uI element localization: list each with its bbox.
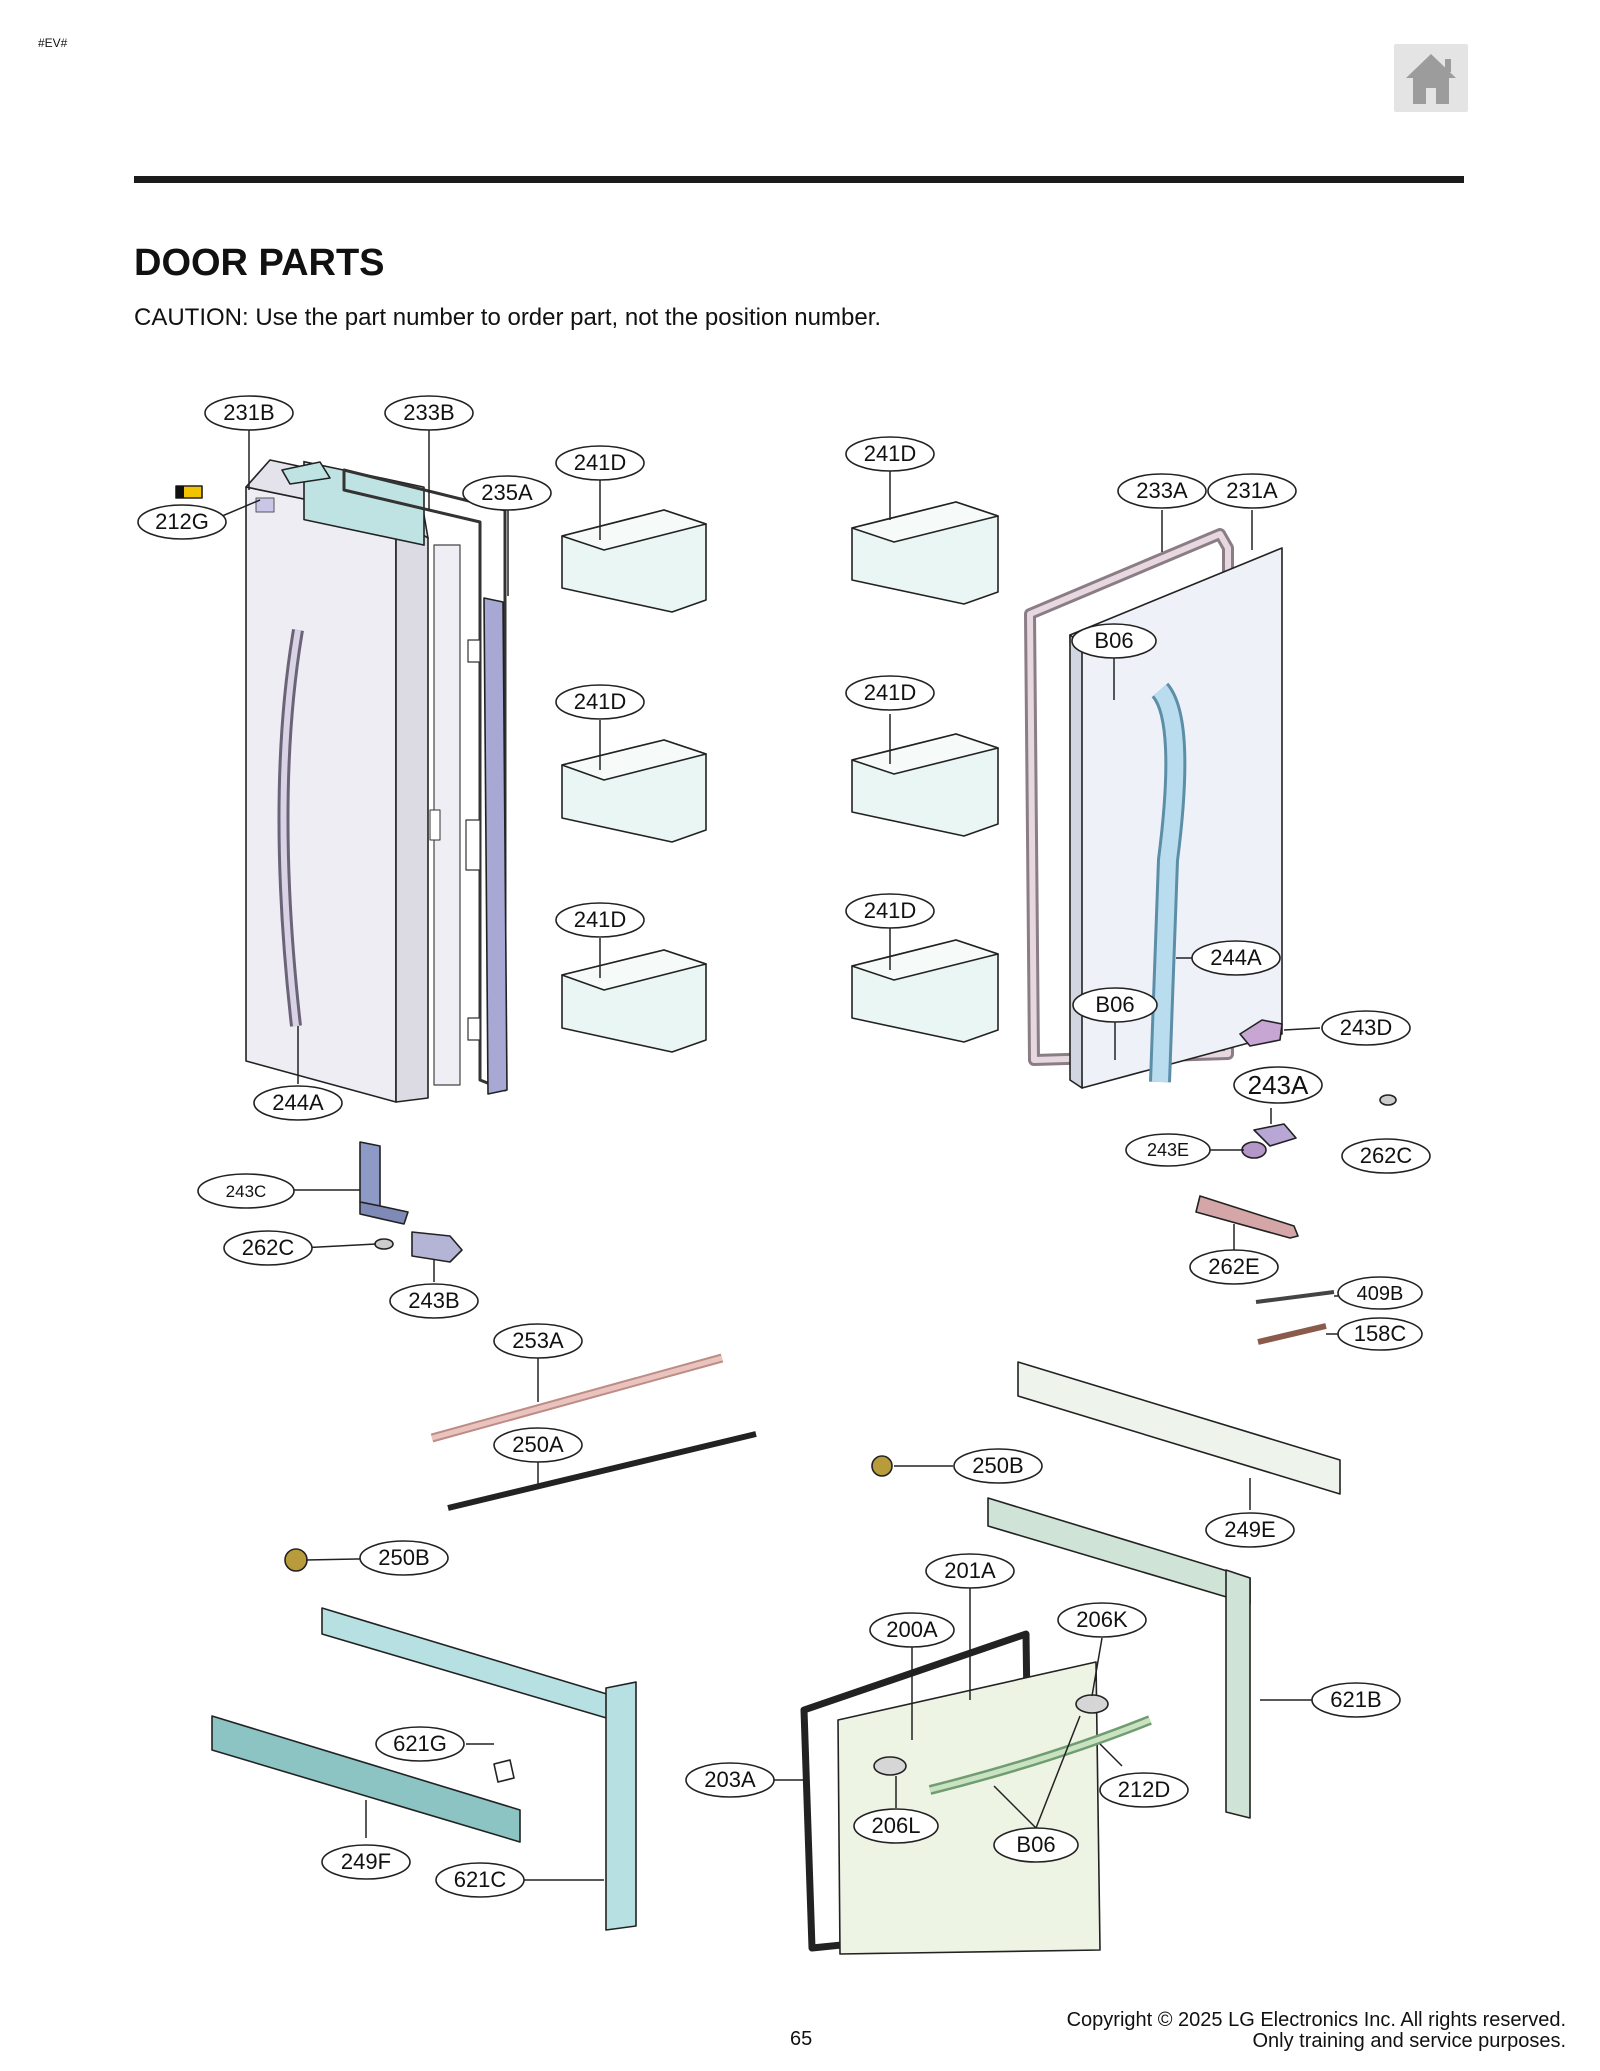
callout-250A: 250A	[512, 1432, 564, 1457]
home-button[interactable]	[1394, 44, 1468, 112]
part-243B-hinge	[411, 1231, 463, 1263]
part-262E-hinge-arm	[1195, 1195, 1299, 1239]
callout-244A: 244A	[1210, 945, 1262, 970]
callout-621G: 621G	[393, 1731, 447, 1756]
part-409B-pin	[1255, 1290, 1335, 1304]
callout-409B: 409B	[1357, 1283, 1404, 1305]
callout-231A: 231A	[1226, 478, 1278, 503]
part-262C-washer-left	[374, 1238, 394, 1250]
callout-243A: 243A	[1248, 1070, 1309, 1100]
callout-243C: 243C	[226, 1182, 267, 1201]
callout-201A: 201A	[944, 1558, 996, 1583]
callout-B06: B06	[1095, 992, 1134, 1017]
callout-250B: 250B	[378, 1545, 429, 1570]
part-621C-bracket	[321, 1607, 621, 1723]
part-262C-washer-right	[1379, 1094, 1397, 1106]
part-249F-slide-rail	[211, 1715, 521, 1843]
page-title: DOOR PARTS	[134, 242, 385, 284]
callout-158C: 158C	[1354, 1321, 1407, 1346]
callout-241D: 241D	[864, 680, 917, 705]
document-marker: #EV#	[38, 36, 68, 50]
callout-253A: 253A	[512, 1328, 564, 1353]
part-243A-hinge	[1253, 1123, 1297, 1147]
callout-621B: 621B	[1330, 1687, 1381, 1712]
callout-621C: 621C	[454, 1867, 507, 1892]
header-rule	[134, 176, 1464, 183]
callout-241D: 241D	[864, 441, 917, 466]
part-250B-gear-left	[284, 1548, 308, 1572]
copyright-notice: Copyright © 2025 LG Electronics Inc. All…	[1067, 2010, 1566, 2052]
callout-ellipses	[137, 395, 1431, 1898]
part-249E-slide-rail	[1017, 1361, 1341, 1495]
callout-241D: 241D	[574, 907, 627, 932]
part-243C-hinge-bracket	[359, 1141, 381, 1207]
callout-241D: 241D	[574, 450, 627, 475]
callout-262C: 262C	[1360, 1143, 1413, 1168]
callout-203A: 203A	[704, 1767, 756, 1792]
part-243D-cam	[1239, 1019, 1283, 1047]
callout-212G: 212G	[155, 509, 209, 534]
part-200A-drawer-door	[837, 1661, 1101, 1955]
part-206K-end-cap	[1075, 1694, 1109, 1714]
callout-206L: 206L	[872, 1813, 921, 1838]
page-number: 65	[790, 2028, 813, 2050]
callout-B06: B06	[1094, 628, 1133, 653]
part-250B-gear-right	[871, 1455, 893, 1477]
callout-250B: 250B	[972, 1453, 1023, 1478]
part-158C-rod	[1257, 1323, 1327, 1345]
left-door-assembly	[245, 459, 508, 1103]
callout-243B: 243B	[408, 1288, 459, 1313]
part-206L-end-cap	[873, 1756, 907, 1776]
part-621G-clip	[493, 1759, 515, 1783]
callout-262C: 262C	[242, 1235, 295, 1260]
usage-notice: Only training and service purposes.	[1252, 2030, 1567, 2052]
leader-lines	[207, 430, 1340, 1881]
callout-244A: 244A	[272, 1090, 324, 1115]
part-621B-bracket	[987, 1497, 1251, 1605]
home-icon	[1406, 54, 1456, 104]
part-250A-rail	[447, 1431, 757, 1511]
caution-note: CAUTION: Use the part number to order pa…	[134, 304, 882, 331]
callout-206K: 206K	[1076, 1607, 1128, 1632]
callout-241D: 241D	[864, 898, 917, 923]
callout-200A: 200A	[886, 1617, 938, 1642]
callout-212D: 212D	[1118, 1777, 1171, 1802]
copyright-line: Copyright © 2025 LG Electronics Inc. All…	[1066, 2009, 1566, 2031]
callout-243D: 243D	[1340, 1015, 1393, 1040]
callout-249E: 249E	[1224, 1517, 1275, 1542]
callout-241D: 241D	[574, 689, 627, 714]
callout-249F: 249F	[341, 1849, 391, 1874]
callout-243E: 243E	[1147, 1140, 1189, 1160]
callout-262E: 262E	[1208, 1254, 1259, 1279]
part-243E-cam	[1241, 1141, 1267, 1159]
callout-231B: 231B	[223, 400, 274, 425]
callout-235A: 235A	[481, 480, 533, 505]
callout-B06: B06	[1016, 1832, 1055, 1857]
door-bins	[561, 501, 999, 1053]
callout-233B: 233B	[403, 400, 454, 425]
callout-233A: 233A	[1136, 478, 1188, 503]
